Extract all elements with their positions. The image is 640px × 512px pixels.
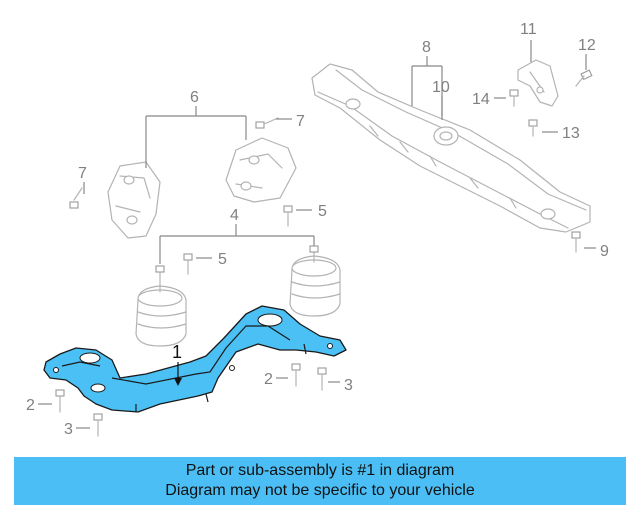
crossmember-part [311,63,591,233]
bolt-5a-icon [283,205,293,227]
bolt-13-icon [528,119,538,137]
callout-4: 4 [230,207,239,224]
callout-11: 11 [520,21,537,38]
callout-6-leader [145,106,247,168]
callout-10: 10 [432,79,450,96]
callout-8: 8 [422,39,431,56]
callout-5b: 5 [218,251,227,268]
callout-2a: 2 [26,397,35,414]
callout-3a: 3 [64,421,73,438]
callout-6: 6 [190,89,199,106]
callout-1-arrowhead [174,378,182,386]
bolt-2a-icon [55,389,65,413]
callout-12: 12 [578,37,596,54]
callout-2b: 2 [264,371,273,388]
caption-line-1: Part or sub-assembly is #1 in diagram [185,462,455,479]
bolt-7a-icon [69,187,83,209]
mount-bracket-left-part [107,161,161,239]
callout-14: 14 [472,91,490,108]
callout-9: 9 [600,243,609,260]
engine-mount-right-part [289,245,341,317]
bolt-9-icon [571,231,581,253]
callout-3b: 3 [344,377,353,394]
info-banner: Part or sub-assembly is #1 in diagram Di… [14,457,626,505]
callout-7b: 7 [296,113,305,130]
callout-5a: 5 [318,203,327,220]
engine-mount-left-part [135,265,187,347]
bolt-12-icon [575,69,593,87]
bolt-7b-icon [255,117,279,129]
caption-line-2: Diagram may not be specific to your vehi… [165,482,475,499]
bolt-3b-icon [317,367,327,391]
callout-13: 13 [562,125,580,142]
mount-bracket-right-part [225,137,297,203]
callout-4-leader [159,224,315,264]
bracket-part-11 [517,59,559,107]
callout-7a: 7 [78,165,87,182]
callout-1: 1 [172,342,182,362]
subframe-part-1 [43,305,347,413]
bolt-5b-icon [183,253,193,275]
bolt-2b-icon [291,363,301,387]
bolt-3a-icon [93,413,103,437]
bolt-14-icon [509,89,519,107]
